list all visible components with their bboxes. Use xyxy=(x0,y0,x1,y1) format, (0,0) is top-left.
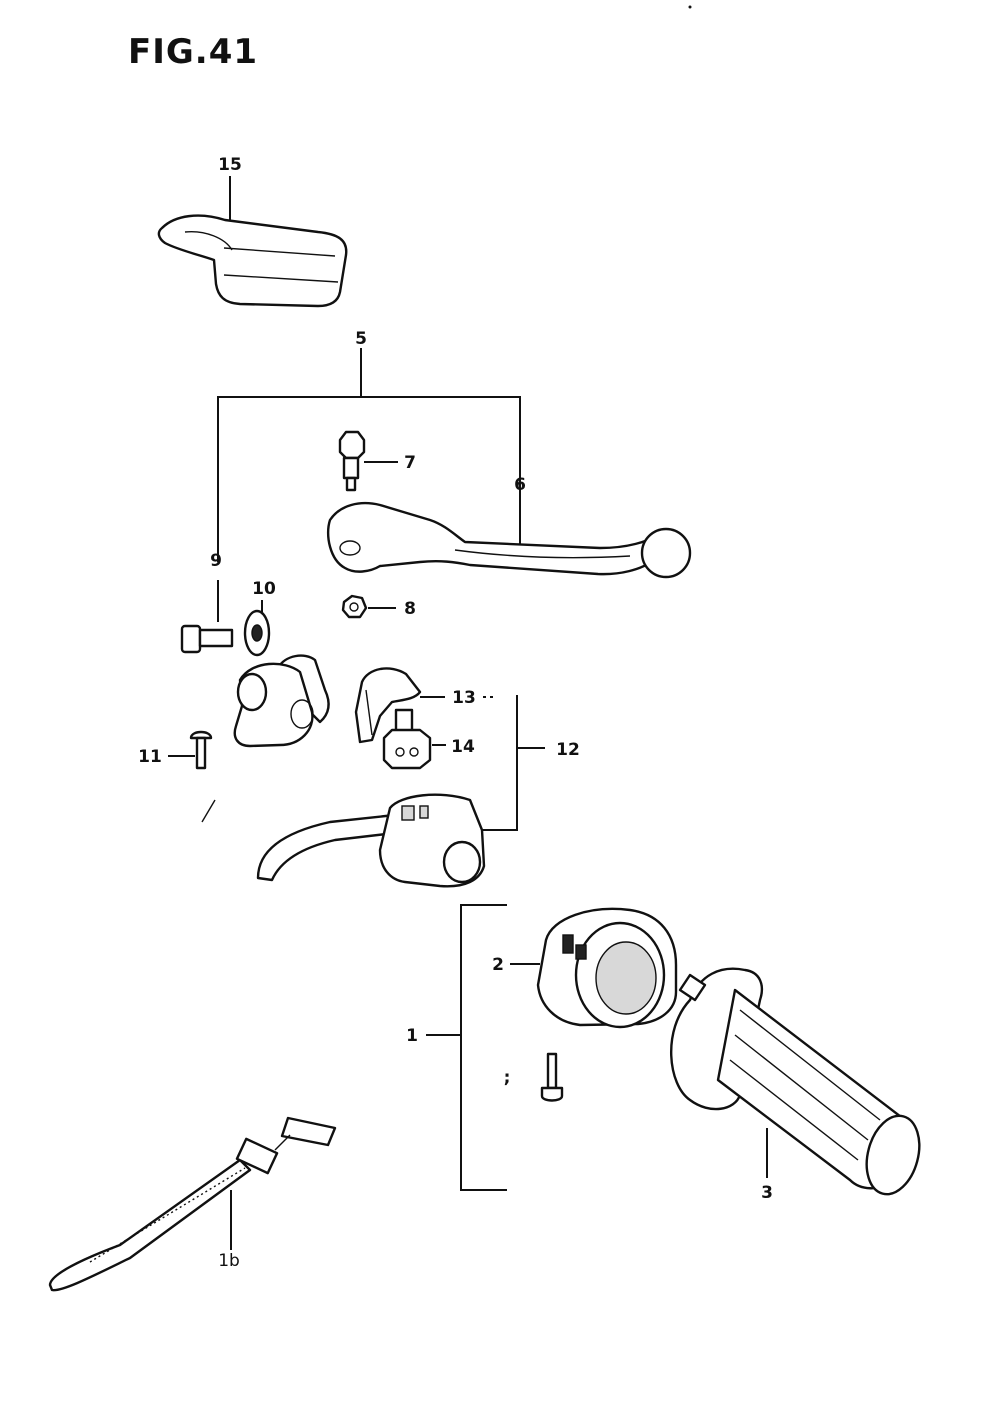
callout-13: 13 xyxy=(452,688,476,708)
callout-15: 15 xyxy=(218,155,242,175)
part-8-nut xyxy=(341,594,396,619)
callout-2: 2 xyxy=(492,955,504,975)
part-3-grip xyxy=(670,967,921,1196)
part-16-cable-tie xyxy=(48,1116,337,1292)
lever-holder xyxy=(233,654,330,748)
part-5-bracket xyxy=(217,348,521,562)
callout-3: 3 xyxy=(761,1183,773,1203)
part-15-hand-guard xyxy=(157,176,348,308)
part-1-bracket xyxy=(426,904,507,1191)
part-11-screw xyxy=(168,730,216,823)
part-7-pivot-bolt xyxy=(338,430,398,492)
part-2-throttle-housing xyxy=(510,907,678,1029)
callout-4: ; xyxy=(504,1068,511,1088)
callout-9: 9 xyxy=(210,551,222,571)
figure-title: FIG.41 xyxy=(128,32,259,72)
callout-6: 6 xyxy=(514,475,526,495)
part-12-switch-housing xyxy=(256,695,545,888)
callout-7: 7 xyxy=(404,453,416,473)
scan-speck xyxy=(688,5,692,9)
part-6-lever xyxy=(326,501,692,579)
part-14-switch-contact xyxy=(382,708,446,770)
callout-12: 12 xyxy=(556,740,580,760)
callout-14: 14 xyxy=(451,737,475,757)
callout-8: 8 xyxy=(404,599,416,619)
part-10-washer xyxy=(243,600,271,657)
part-4-screw xyxy=(540,1052,564,1102)
callout-5: 5 xyxy=(355,329,367,349)
callout-1: 1 xyxy=(406,1026,418,1046)
callout-10: 10 xyxy=(252,579,276,599)
part-13-switch-knob xyxy=(354,667,495,744)
callout-11: 11 xyxy=(138,747,162,767)
part-9-bolt xyxy=(180,580,234,654)
callout-16: 1b xyxy=(218,1251,240,1271)
